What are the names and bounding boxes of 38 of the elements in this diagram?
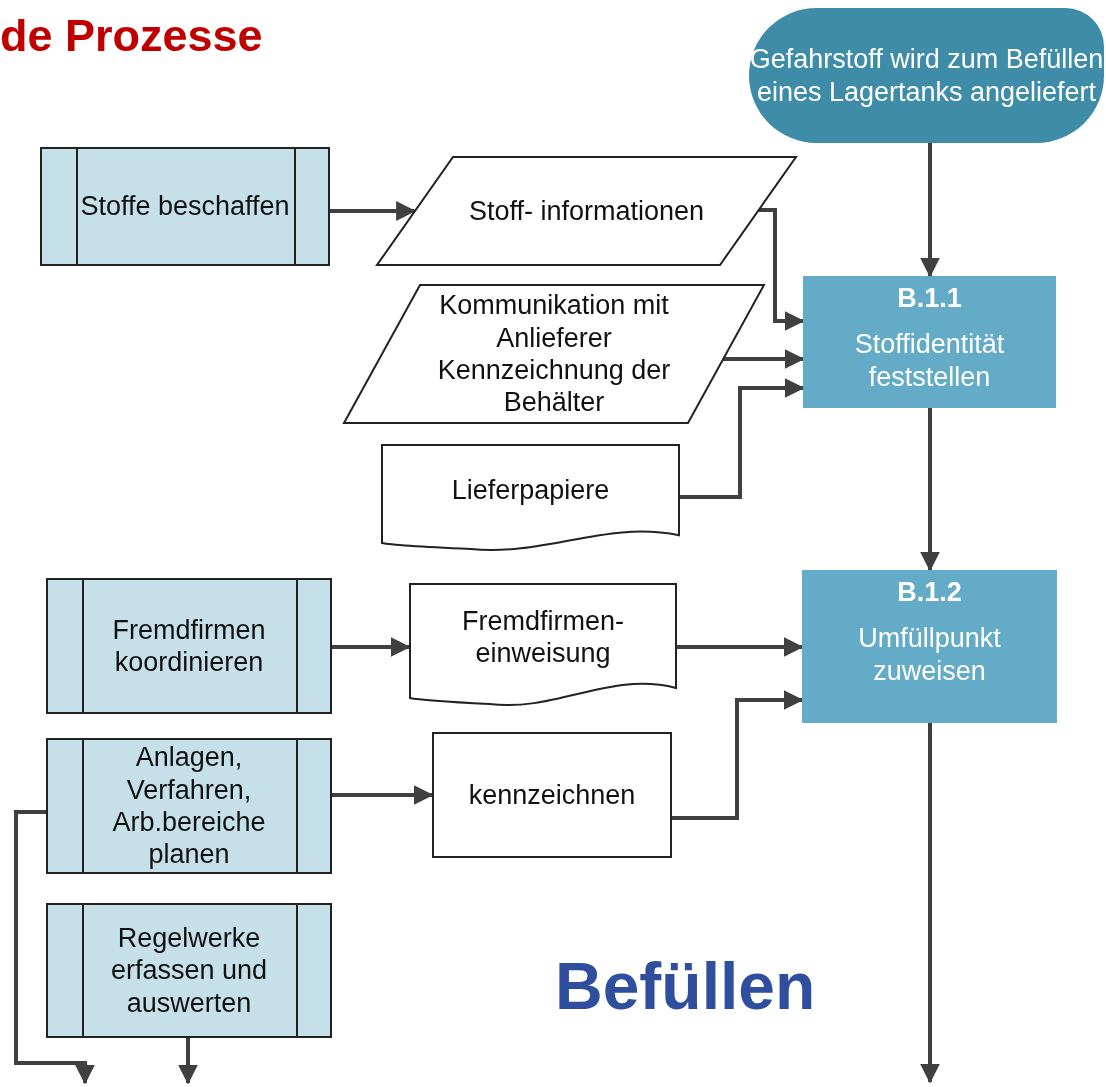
node-text: Stoff- informationen	[468, 194, 705, 228]
arrow	[332, 637, 411, 657]
step-number: B.1.2	[897, 576, 962, 609]
page-title: de Prozesse	[0, 10, 263, 62]
node-text: Kommunikation mit Anlieferer Kennzeichnung der Behälter	[436, 289, 672, 419]
arrow	[920, 408, 940, 572]
arrow	[920, 723, 940, 1084]
document-shape	[409, 583, 677, 705]
start-terminal	[749, 8, 1104, 143]
node-text: Umfüllpunkt zuweisen	[857, 622, 1002, 688]
arrow	[677, 637, 804, 657]
node-text: Stoffidentität feststellen	[853, 328, 1006, 394]
node-text: Regelwerke erfassen und auswerten	[109, 921, 269, 1020]
arrow	[680, 378, 805, 499]
node-text: Fremdfirmen- einweisung	[461, 604, 625, 670]
data-parallelogram	[343, 284, 765, 424]
node-text: Gefahrstoff wird zum Befüllen eines Lagertanks angeliefert	[749, 43, 1104, 108]
node-text: Lieferpapiere	[451, 473, 610, 507]
document-shape	[381, 444, 680, 550]
arrow	[332, 785, 434, 805]
predefined-process-box	[46, 578, 332, 714]
process-box	[802, 570, 1057, 723]
arrow	[920, 143, 940, 278]
predefined-process-box	[46, 738, 332, 874]
arrow	[14, 810, 95, 1085]
predefined-process-box	[40, 147, 330, 266]
predefined-process-box	[46, 903, 332, 1038]
node-text: Anlagen, Verfahren, Arb.bereiche planen	[111, 741, 267, 871]
process-box	[803, 276, 1056, 408]
node-text: Stoffe beschaffen	[80, 190, 290, 223]
node-text: Fremdfirmen koordinieren	[111, 613, 267, 679]
arrow	[672, 690, 804, 820]
step-number: B.1.1	[897, 282, 962, 315]
section-heading: Befüllen	[555, 948, 816, 1024]
process-box	[432, 732, 672, 858]
node-text: kennzeichnen	[468, 778, 636, 812]
arrow	[178, 1038, 198, 1085]
data-parallelogram	[376, 156, 797, 266]
